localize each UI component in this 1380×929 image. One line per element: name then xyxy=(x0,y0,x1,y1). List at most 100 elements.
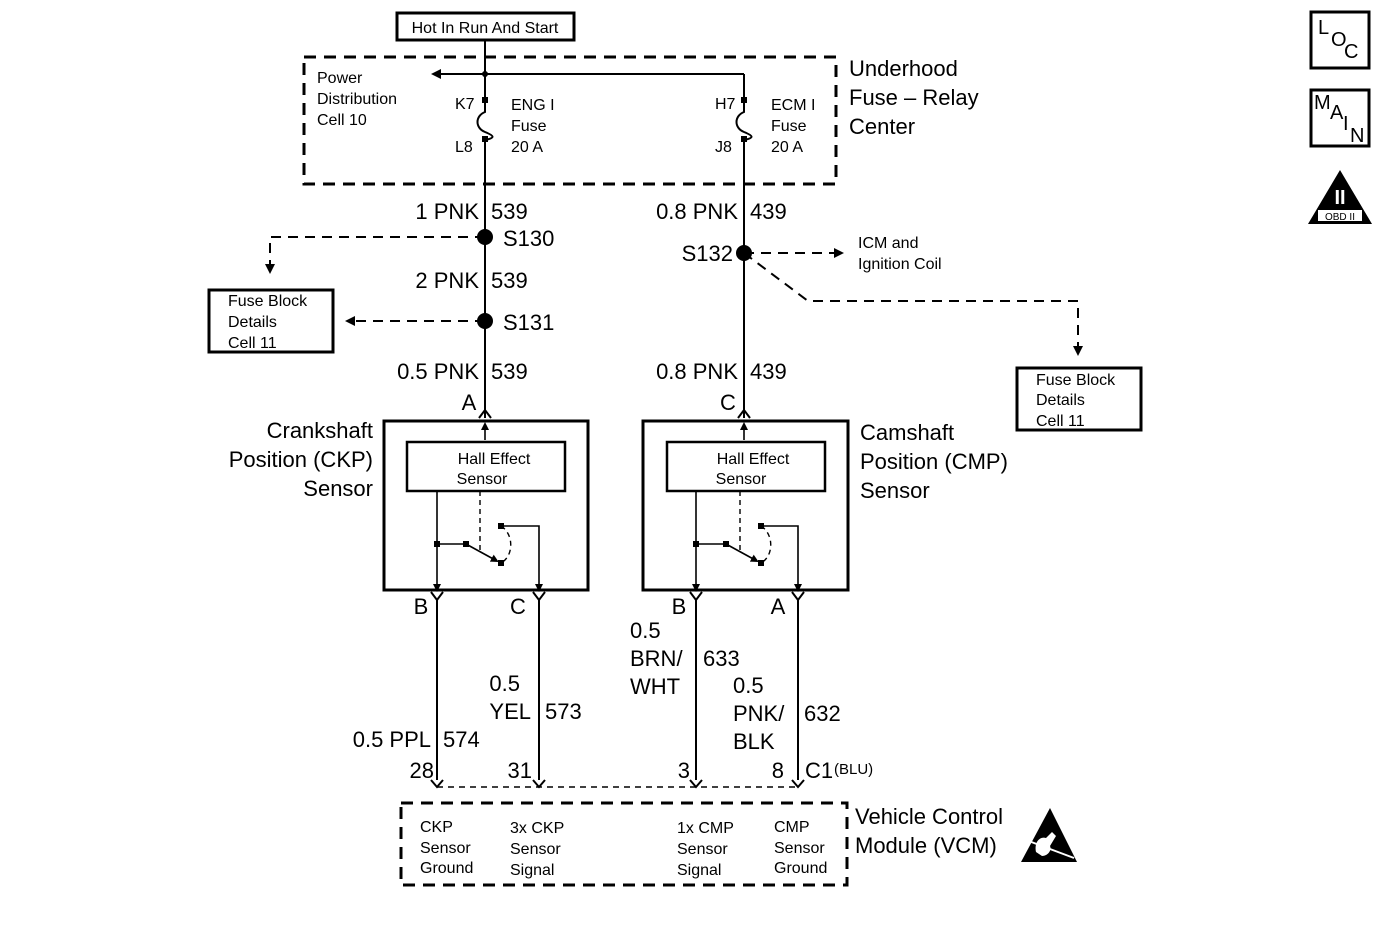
vcm-label-cmp-ground-1: CMP xyxy=(774,819,810,836)
ckp-title-3: Sensor xyxy=(303,476,373,501)
ckp-hall-effect-box xyxy=(405,440,567,493)
cmp-hall-effect-box xyxy=(665,440,827,493)
svg-text:O: O xyxy=(1331,29,1347,51)
svg-text:Sensor: Sensor xyxy=(457,471,508,488)
cmp-title-1: Camshaft xyxy=(860,420,954,445)
wire-632-gauge-3: BLK xyxy=(733,729,775,754)
wire-632-circuit: 632 xyxy=(804,701,841,726)
cmp-connector-c xyxy=(737,408,751,419)
ckp-title-1: Crankshaft xyxy=(267,418,373,443)
vcm-label-ckp-ground-2: Sensor xyxy=(420,840,471,857)
fuse-block-right[interactable]: Fuse Block Details Cell 11 xyxy=(1015,366,1143,432)
cmp-pin-c: C xyxy=(720,390,736,415)
wire-439-circuit-2: 439 xyxy=(750,359,787,384)
splice-s131-label: S131 xyxy=(503,310,554,335)
fuse-block-left[interactable]: Fuse Block Details Cell 11 xyxy=(207,288,335,354)
cmp-sensor: Camshaft Position (CMP) Sensor C Hall Ef… xyxy=(641,390,1008,592)
cmp-switch-icon xyxy=(692,491,802,592)
ecm-fuse-bottom-pin: J8 xyxy=(715,139,732,156)
svg-text:A: A xyxy=(1330,102,1344,124)
loc-icon[interactable]: L O C xyxy=(1309,10,1371,70)
power-distribution-line-3: Cell 10 xyxy=(317,112,367,129)
ecm-fuse-label-2: Fuse xyxy=(771,118,807,135)
wire-632-gauge-1: 0.5 xyxy=(733,673,764,698)
esd-warning-icon xyxy=(1021,808,1077,862)
vcm-pin-28: 28 xyxy=(410,758,434,783)
svg-text:Hall Effect: Hall Effect xyxy=(458,451,531,468)
main-icon[interactable]: M A I N xyxy=(1309,88,1371,148)
svg-text:Fuse Block: Fuse Block xyxy=(228,293,308,310)
power-source-label: Hot In Run And Start xyxy=(412,20,559,37)
vcm-title-1: Vehicle Control xyxy=(855,804,1003,829)
s132-fuse-branch xyxy=(743,252,1083,356)
svg-text:Hall Effect: Hall Effect xyxy=(717,451,790,468)
ckp-pin-a: A xyxy=(462,390,477,415)
icm-note-1: ICM and xyxy=(858,235,918,252)
cmp-pin-b: B xyxy=(672,594,687,619)
ckp-pin-c: C xyxy=(510,594,526,619)
vcm-label-cmp-signal-1: 1x CMP xyxy=(677,820,734,837)
obd-ii-icon[interactable]: II OBD II xyxy=(1308,170,1372,224)
splice-s130-label: S130 xyxy=(503,226,554,251)
ckp-output-wires: B C 0.5 PPL 574 28 0.5 YEL 573 31 xyxy=(353,591,582,783)
eng-fuse-label-1: ENG I xyxy=(511,97,555,114)
svg-text:Cell 11: Cell 11 xyxy=(1036,413,1085,430)
vcm-label-ckp-ground-1: CKP xyxy=(420,819,453,836)
ecm-fuse-top-pin: H7 xyxy=(715,96,736,113)
wire-574-gauge: 0.5 PPL xyxy=(353,727,431,752)
svg-text:M: M xyxy=(1314,92,1331,114)
splice-s132-label: S132 xyxy=(682,241,733,266)
vcm-pin-3: 3 xyxy=(678,758,690,783)
eng-fuse-bottom-pin: L8 xyxy=(455,139,473,156)
svg-text:Details: Details xyxy=(1036,392,1085,409)
wire-439-circuit-1: 439 xyxy=(750,199,787,224)
vcm-label-cmp-ground-3: Ground xyxy=(774,860,827,877)
wire-539-circuit-2: 539 xyxy=(491,268,528,293)
cmp-pin-a: A xyxy=(771,594,786,619)
underhood-fuse-relay-center: Underhood Fuse – Relay Center Power Dist… xyxy=(302,55,979,186)
svg-text:C: C xyxy=(1344,41,1358,63)
wire-439-gauge-1: 0.8 PNK xyxy=(656,199,738,224)
vcm-label-cmp-signal-3: Signal xyxy=(677,862,721,879)
vcm-module: Vehicle Control Module (VCM) CKP Sensor … xyxy=(399,801,1003,887)
svg-text:N: N xyxy=(1350,125,1364,147)
svg-text:OBD II: OBD II xyxy=(1325,212,1355,223)
eng-fuse-label-2: Fuse xyxy=(511,118,547,135)
svg-text:Fuse Block: Fuse Block xyxy=(1036,372,1116,389)
fuse-relay-title-2: Fuse – Relay xyxy=(849,85,979,110)
ckp-title-2: Position (CKP) xyxy=(229,447,373,472)
cmp-output-wires: B A 0.5 BRN/ WHT 633 3 0.5 PNK/ BLK 632 … xyxy=(630,591,873,783)
vcm-label-ckp-signal-2: Sensor xyxy=(510,841,561,858)
vcm-label-ckp-signal-3: Signal xyxy=(510,862,554,879)
vcm-label-ckp-signal-1: 3x CKP xyxy=(510,820,564,837)
svg-text:I: I xyxy=(1343,113,1349,135)
s130-branch xyxy=(265,236,485,274)
circuit-439: 0.8 PNK 439 S132 ICM and Ignition Coil F… xyxy=(656,140,1143,432)
eng-fuse-top-pin: K7 xyxy=(455,96,475,113)
power-source: Hot In Run And Start xyxy=(395,11,576,42)
ecm-fuse: H7 J8 ECM I Fuse 20 A xyxy=(715,74,815,156)
vcm-label-cmp-signal-2: Sensor xyxy=(677,841,728,858)
circuit-539: 1 PNK 539 S130 2 PNK 539 S131 Fuse Block… xyxy=(207,140,554,419)
connector-c1-color: (BLU) xyxy=(834,761,873,778)
wire-633-circuit: 633 xyxy=(703,646,740,671)
wire-573-gauge-2: YEL xyxy=(489,699,531,724)
eng-fuse: K7 L8 ENG I Fuse 20 A xyxy=(455,74,555,156)
eng-fuse-label-3: 20 A xyxy=(511,139,543,156)
icm-note-2: Ignition Coil xyxy=(858,256,942,273)
vcm-label-cmp-ground-2: Sensor xyxy=(774,840,825,857)
wire-539-gauge-1: 1 PNK xyxy=(415,199,479,224)
ckp-switch-icon xyxy=(433,491,543,592)
svg-text:Sensor: Sensor xyxy=(716,471,767,488)
cmp-title-2: Position (CMP) xyxy=(860,449,1008,474)
vcm-title-2: Module (VCM) xyxy=(855,833,997,858)
wire-574-circuit: 574 xyxy=(443,727,480,752)
wire-633-gauge-2: BRN/ xyxy=(630,646,683,671)
connector-c1-line xyxy=(430,779,805,789)
ecm-fuse-label-3: 20 A xyxy=(771,139,803,156)
wire-539-circuit-3: 539 xyxy=(491,359,528,384)
vcm-pin-8: 8 xyxy=(772,758,784,783)
svg-text:Cell 11: Cell 11 xyxy=(228,335,277,352)
wire-632-gauge-2: PNK/ xyxy=(733,701,785,726)
